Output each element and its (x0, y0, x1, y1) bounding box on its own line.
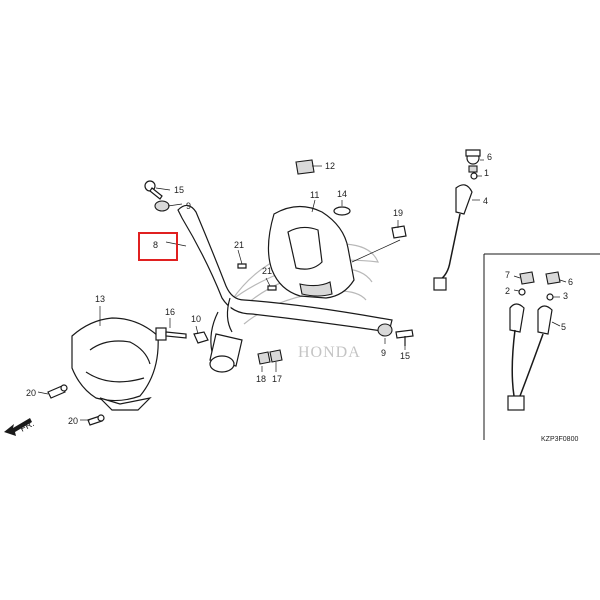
bolt-16[interactable] (155, 327, 187, 341)
label-6-inset: 6 (568, 277, 573, 287)
label-9-upper: 9 (186, 201, 191, 211)
label-21-lower: 21 (262, 266, 272, 276)
grommet-9-upper[interactable] (154, 200, 170, 212)
highlight-box (138, 232, 178, 261)
front-cover-part[interactable] (71, 317, 159, 411)
label-16: 16 (165, 307, 175, 317)
inset-cap-6[interactable] (545, 271, 561, 285)
label-19: 19 (393, 208, 403, 218)
label-4: 4 (483, 196, 488, 206)
handlebar-part[interactable] (177, 204, 393, 353)
label-6-upper: 6 (487, 152, 492, 162)
bolt-15-lower[interactable] (395, 329, 414, 346)
label-5: 5 (561, 322, 566, 332)
handlebar-grip-end[interactable] (209, 333, 243, 373)
label-20-upper: 20 (26, 388, 36, 398)
detail-inset (483, 253, 600, 440)
front-direction-arrow: FR. (4, 418, 36, 436)
part-labels: 1 2 3 4 5 6 6 7 8 9 9 10 11 12 13 14 15 … (26, 152, 578, 443)
diagram-code: KZP3F0800 (541, 436, 578, 443)
switch-cable-4[interactable] (433, 151, 480, 291)
inset-bulb-2[interactable] (518, 288, 526, 296)
nut-18[interactable] (257, 351, 271, 365)
label-17: 17 (272, 374, 282, 384)
label-1: 1 (484, 168, 489, 178)
screw-20-lower[interactable] (87, 414, 105, 426)
label-15-lower: 15 (400, 351, 410, 361)
bolt-19[interactable] (391, 225, 407, 239)
label-2: 2 (505, 286, 510, 296)
label-12: 12 (325, 161, 335, 171)
inset-switch-5[interactable] (507, 303, 553, 411)
label-21-upper: 21 (234, 240, 244, 250)
grommet-14[interactable] (333, 206, 351, 216)
bolt-21-upper[interactable] (237, 263, 247, 269)
bolt-15-upper[interactable] (144, 180, 163, 200)
label-15-upper: 15 (174, 185, 184, 195)
inset-bulb-3[interactable] (546, 293, 554, 301)
label-9-lower: 9 (381, 348, 386, 358)
bolt-21-lower[interactable] (267, 285, 277, 291)
label-11: 11 (310, 190, 319, 200)
nut-10[interactable] (193, 331, 209, 344)
nut-17[interactable] (269, 349, 283, 363)
handlebar-cover-part[interactable] (267, 205, 355, 299)
label-10: 10 (191, 314, 201, 324)
clip-12[interactable] (295, 159, 315, 175)
label-13: 13 (95, 294, 105, 304)
screw-20-upper[interactable] (47, 384, 68, 399)
watermark-text: HONDA (298, 344, 361, 361)
leader-lines (37, 159, 567, 421)
label-3: 3 (563, 291, 568, 301)
grommet-9-lower[interactable] (377, 323, 393, 337)
label-18: 18 (256, 374, 266, 384)
label-7: 7 (505, 270, 510, 280)
inset-cap-7[interactable] (519, 271, 535, 285)
label-20-lower: 20 (68, 416, 78, 426)
label-8: 8 (153, 240, 158, 250)
label-14: 14 (337, 189, 347, 199)
fr-label: FR. (18, 418, 35, 434)
cap-6-upper[interactable] (465, 149, 481, 157)
